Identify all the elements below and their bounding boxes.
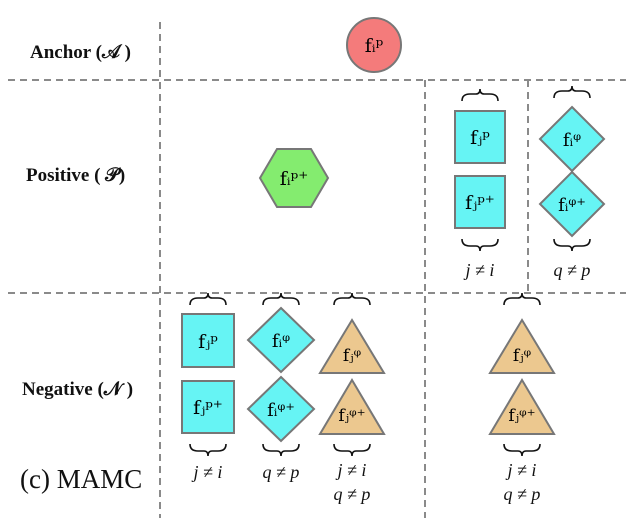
brace-top-negative-triangles-b bbox=[503, 292, 541, 306]
brace-bottom-negative-diamonds bbox=[262, 443, 300, 457]
positive-diamond-1-label: fᵢᵠ bbox=[563, 130, 581, 151]
negative-diamond-2 bbox=[246, 375, 316, 443]
negative-triangle-1-node: fⱼᵠ bbox=[318, 318, 386, 374]
negative-square-1-label: fⱼᵖ bbox=[198, 331, 218, 353]
positive-row-label: Positive ( 𝒫) bbox=[26, 165, 126, 186]
negative-square-1-node: fⱼᵖ bbox=[181, 313, 235, 368]
negative-triangle-2-label: fⱼᵠ⁺ bbox=[338, 406, 365, 426]
negative-diamond-1-label: fᵢᵠ bbox=[272, 331, 290, 352]
brace-bottom-positive-diamonds bbox=[553, 238, 591, 252]
positive-diamond-2-node: fᵢᵠ⁺ bbox=[538, 170, 606, 238]
anchor-row-label: Anchor (𝒜 ) bbox=[30, 42, 132, 63]
grid-lines bbox=[8, 22, 626, 518]
condition-negative-diamonds: q ≠ p bbox=[262, 462, 300, 482]
negative-square-1 bbox=[181, 313, 235, 368]
negative-diamond-1-node: fᵢᵠ bbox=[246, 306, 316, 374]
positive-square-1 bbox=[454, 110, 506, 164]
negative-triangle-1 bbox=[318, 318, 386, 374]
positive-square-2-label: fⱼᵖ⁺ bbox=[465, 192, 495, 214]
negative-triangle-2 bbox=[318, 378, 386, 435]
negative-triangle-4 bbox=[488, 378, 556, 435]
positive-square-2 bbox=[454, 175, 506, 229]
negative-diamond-2-node: fᵢᵠ⁺ bbox=[246, 375, 316, 443]
negative-triangle-2-node: fⱼᵠ⁺ bbox=[318, 378, 386, 435]
negative-triangle-3 bbox=[488, 318, 556, 374]
positive-square-2-node: fⱼᵖ⁺ bbox=[454, 175, 506, 229]
braces bbox=[189, 85, 591, 457]
brace-bottom-positive-squares bbox=[461, 238, 499, 252]
condition-negative-triangles-b-q: q ≠ p bbox=[503, 484, 541, 504]
positive-square-1-label: fⱼᵖ bbox=[470, 127, 490, 149]
negative-triangle-1-label: fⱼᵠ bbox=[343, 346, 362, 366]
brace-bottom-negative-triangles-a bbox=[333, 443, 371, 457]
negative-triangle-4-node: fⱼᵠ⁺ bbox=[488, 378, 556, 435]
anchor-node: fᵢᵖ bbox=[346, 17, 402, 73]
brace-bottom-negative-triangles-b bbox=[503, 443, 541, 457]
positive-diamond-2-label: fᵢᵠ⁺ bbox=[558, 195, 586, 216]
negative-triangle-3-node: fⱼᵠ bbox=[488, 318, 556, 374]
condition-negative-triangles-b-j: j ≠ i bbox=[507, 460, 537, 480]
condition-positive-squares: j ≠ i bbox=[465, 260, 495, 280]
positive-square-1-node: fⱼᵖ bbox=[454, 110, 506, 164]
condition-negative-squares: j ≠ i bbox=[193, 462, 223, 482]
condition-negative-triangles-a-j: j ≠ i bbox=[337, 460, 367, 480]
brace-top-positive-diamonds bbox=[553, 85, 591, 99]
negative-square-2-label: fⱼᵖ⁺ bbox=[193, 397, 223, 419]
brace-top-negative-diamonds bbox=[262, 292, 300, 306]
brace-top-negative-squares bbox=[189, 292, 227, 306]
positive-hexagon bbox=[258, 148, 330, 208]
negative-diamond-1 bbox=[246, 306, 316, 374]
anchor-circle bbox=[346, 17, 402, 73]
positive-diamond-1-node: fᵢᵠ bbox=[538, 105, 606, 173]
brace-top-positive-squares bbox=[461, 88, 499, 102]
negative-square-2-node: fⱼᵖ⁺ bbox=[181, 380, 235, 434]
negative-triangle-3-label: fⱼᵠ bbox=[513, 346, 532, 366]
figure-caption: (c) MAMC bbox=[20, 464, 143, 494]
negative-diamond-2-label: fᵢᵠ⁺ bbox=[267, 400, 295, 421]
anchor-node-label: fᵢᵖ bbox=[365, 35, 384, 57]
positive-hexagon-label: fᵢᵖ⁺ bbox=[280, 168, 308, 190]
condition-positive-diamonds: q ≠ p bbox=[553, 260, 591, 280]
positive-hexagon-node: fᵢᵖ⁺ bbox=[258, 148, 330, 208]
negative-row-label: Negative (𝒩 ) bbox=[22, 379, 134, 400]
brace-top-negative-triangles-a bbox=[333, 292, 371, 306]
brace-bottom-negative-squares bbox=[189, 443, 227, 457]
negative-square-2 bbox=[181, 380, 235, 434]
negative-triangle-4-label: fⱼᵠ⁺ bbox=[508, 406, 535, 426]
positive-diamond-2 bbox=[538, 170, 606, 238]
condition-negative-triangles-a-q: q ≠ p bbox=[333, 484, 371, 504]
